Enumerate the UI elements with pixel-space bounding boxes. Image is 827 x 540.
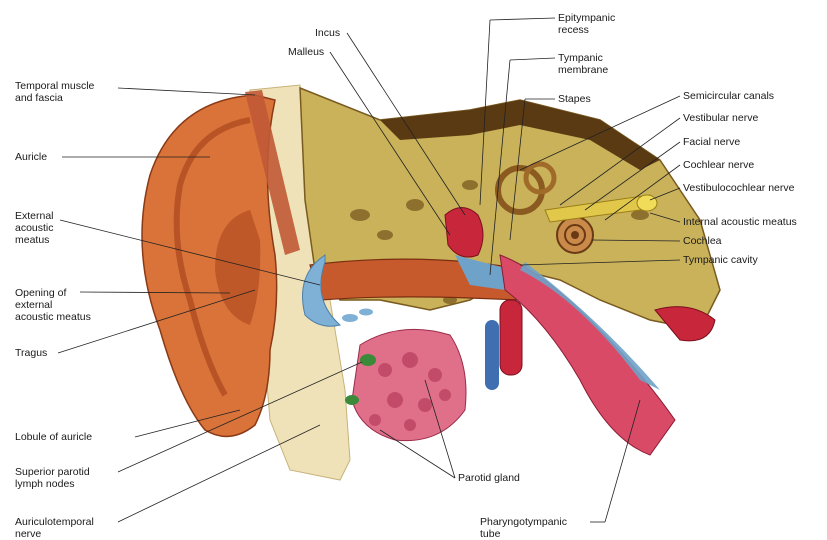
label-incus: Incus [315, 27, 340, 39]
label-tragus: Tragus [15, 347, 47, 359]
label-cochlea: Cochlea [683, 235, 722, 247]
label-cochlear-nerve: Cochlear nerve [683, 159, 754, 171]
label-pharyngotympanic-tube: Pharyngotympanic tube [480, 516, 567, 540]
label-tympanic-cavity: Tympanic cavity [683, 254, 758, 266]
label-parotid-gland: Parotid gland [458, 472, 520, 484]
label-epitympanic-recess: Epitympanic recess [558, 12, 615, 36]
label-auricle: Auricle [15, 151, 47, 163]
label-external-acoustic-meatus: External acoustic meatus [15, 210, 54, 246]
label-tympanic-membrane: Tympanic membrane [558, 52, 608, 76]
label-vestibulocochlear-nerve: Vestibulocochlear nerve [683, 182, 795, 194]
label-temporal-muscle: Temporal muscle and fascia [15, 80, 94, 104]
label-malleus: Malleus [288, 46, 324, 58]
label-superior-parotid-nodes: Superior parotid lymph nodes [15, 466, 90, 490]
label-semicircular-canals: Semicircular canals [683, 90, 774, 102]
label-facial-nerve: Facial nerve [683, 136, 740, 148]
label-stapes: Stapes [558, 93, 591, 105]
label-lobule: Lobule of auricle [15, 431, 92, 443]
label-auriculotemporal-nerve: Auriculotemporal nerve [15, 516, 94, 540]
label-internal-acoustic-meatus: Internal acoustic meatus [683, 216, 797, 228]
label-opening-external-meatus: Opening of external acoustic meatus [15, 287, 91, 323]
label-vestibular-nerve: Vestibular nerve [683, 112, 758, 124]
